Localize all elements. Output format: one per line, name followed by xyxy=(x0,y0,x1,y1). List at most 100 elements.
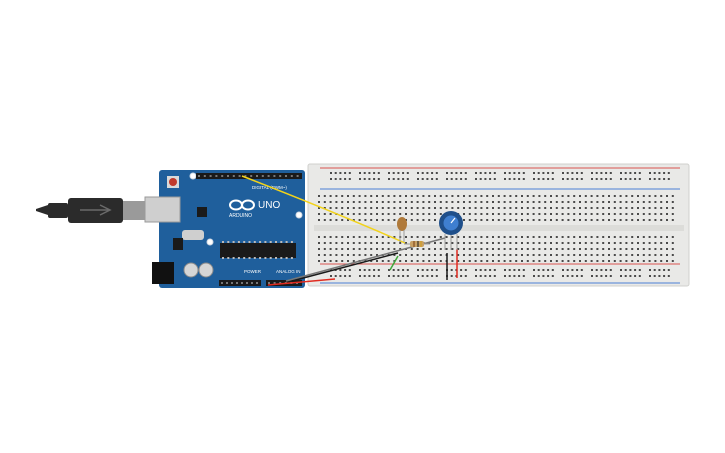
breadboard-hole[interactable] xyxy=(474,236,477,238)
breadboard-hole[interactable] xyxy=(550,207,552,209)
breadboard-hole[interactable] xyxy=(561,254,564,256)
breadboard-hole[interactable] xyxy=(579,236,581,238)
breadboard-hole[interactable] xyxy=(341,195,344,197)
breadboard-hole[interactable] xyxy=(600,275,603,277)
breadboard-hole[interactable] xyxy=(580,172,583,174)
breadboard-hole[interactable] xyxy=(421,269,424,271)
breadboard-hole[interactable] xyxy=(637,254,639,256)
breadboard-hole[interactable] xyxy=(660,260,663,262)
breadboard-hole[interactable] xyxy=(532,207,535,209)
breadboard-hole[interactable] xyxy=(613,201,616,203)
breadboard-hole[interactable] xyxy=(613,207,616,209)
breadboard-hole[interactable] xyxy=(402,275,405,277)
breadboard-hole[interactable] xyxy=(538,219,541,221)
header-pin[interactable] xyxy=(236,282,238,284)
breadboard-hole[interactable] xyxy=(596,260,599,262)
breadboard-hole[interactable] xyxy=(463,254,465,256)
breadboard-hole[interactable] xyxy=(329,242,332,244)
breadboard-hole[interactable] xyxy=(492,213,494,215)
breadboard-hole[interactable] xyxy=(649,269,651,271)
breadboard-hole[interactable] xyxy=(660,242,663,244)
breadboard-hole[interactable] xyxy=(504,275,506,277)
breadboard-hole[interactable] xyxy=(667,178,670,180)
breadboard-hole[interactable] xyxy=(579,207,581,209)
breadboard-hole[interactable] xyxy=(468,219,471,221)
breadboard-hole[interactable] xyxy=(426,269,429,271)
breadboard-hole[interactable] xyxy=(667,275,670,277)
breadboard-hole[interactable] xyxy=(435,269,438,271)
breadboard-hole[interactable] xyxy=(368,269,371,271)
breadboard-hole[interactable] xyxy=(387,219,390,221)
breadboard-hole[interactable] xyxy=(363,275,366,277)
breadboard-hole[interactable] xyxy=(421,172,424,174)
breadboard-hole[interactable] xyxy=(393,242,396,244)
breadboard-hole[interactable] xyxy=(561,236,564,238)
breadboard-hole[interactable] xyxy=(561,248,564,250)
breadboard-hole[interactable] xyxy=(399,248,402,250)
breadboard-hole[interactable] xyxy=(497,219,500,221)
breadboard-hole[interactable] xyxy=(388,269,390,271)
breadboard-hole[interactable] xyxy=(435,172,438,174)
breadboard-hole[interactable] xyxy=(347,242,349,244)
breadboard-hole[interactable] xyxy=(663,178,666,180)
breadboard-hole[interactable] xyxy=(590,242,593,244)
breadboard-hole[interactable] xyxy=(631,248,634,250)
breadboard-hole[interactable] xyxy=(518,178,521,180)
breadboard-hole[interactable] xyxy=(387,195,390,197)
breadboard-hole[interactable] xyxy=(660,248,663,250)
breadboard-hole[interactable] xyxy=(352,254,355,256)
breadboard-hole[interactable] xyxy=(533,172,535,174)
breadboard-hole[interactable] xyxy=(393,254,396,256)
breadboard-hole[interactable] xyxy=(399,242,402,244)
breadboard-hole[interactable] xyxy=(521,201,523,203)
breadboard-hole[interactable] xyxy=(358,201,361,203)
arduino-board[interactable] xyxy=(159,170,305,288)
breadboard-hole[interactable] xyxy=(580,269,583,271)
breadboard-hole[interactable] xyxy=(619,260,622,262)
breadboard-hole[interactable] xyxy=(492,254,494,256)
breadboard-hole[interactable] xyxy=(658,178,661,180)
breadboard-hole[interactable] xyxy=(550,236,552,238)
breadboard-hole[interactable] xyxy=(347,248,349,250)
breadboard-hole[interactable] xyxy=(538,254,541,256)
breadboard-hole[interactable] xyxy=(480,260,483,262)
breadboard-hole[interactable] xyxy=(503,254,506,256)
breadboard-hole[interactable] xyxy=(642,207,645,209)
breadboard-hole[interactable] xyxy=(634,178,637,180)
header-pin[interactable] xyxy=(209,175,212,177)
breadboard-hole[interactable] xyxy=(566,275,569,277)
breadboard-hole[interactable] xyxy=(359,275,361,277)
breadboard-hole[interactable] xyxy=(497,248,500,250)
breadboard-hole[interactable] xyxy=(667,172,670,174)
breadboard-hole[interactable] xyxy=(533,178,535,180)
breadboard-hole[interactable] xyxy=(555,219,558,221)
breadboard-hole[interactable] xyxy=(402,178,405,180)
breadboard-hole[interactable] xyxy=(573,219,576,221)
breadboard-hole[interactable] xyxy=(515,201,518,203)
breadboard-hole[interactable] xyxy=(323,260,326,262)
breadboard-hole[interactable] xyxy=(595,275,598,277)
breadboard-hole[interactable] xyxy=(642,242,645,244)
breadboard-hole[interactable] xyxy=(561,207,564,209)
breadboard-hole[interactable] xyxy=(550,248,552,250)
breadboard-hole[interactable] xyxy=(422,260,425,262)
breadboard-hole[interactable] xyxy=(579,219,581,221)
breadboard-hole[interactable] xyxy=(377,269,380,271)
breadboard-hole[interactable] xyxy=(335,201,338,203)
header-pin[interactable] xyxy=(267,175,270,177)
breadboard-hole[interactable] xyxy=(318,207,320,209)
breadboard-hole[interactable] xyxy=(376,213,378,215)
breadboard-hole[interactable] xyxy=(591,178,593,180)
breadboard-hole[interactable] xyxy=(410,219,413,221)
breadboard-hole[interactable] xyxy=(654,260,657,262)
breadboard-hole[interactable] xyxy=(625,254,628,256)
breadboard-hole[interactable] xyxy=(363,172,366,174)
breadboard-hole[interactable] xyxy=(663,275,666,277)
breadboard-hole[interactable] xyxy=(638,178,641,180)
header-pin[interactable] xyxy=(256,282,258,284)
breadboard-hole[interactable] xyxy=(596,236,599,238)
breadboard-hole[interactable] xyxy=(642,254,645,256)
breadboard-hole[interactable] xyxy=(416,219,419,221)
breadboard-hole[interactable] xyxy=(521,195,523,197)
breadboard-hole[interactable] xyxy=(431,269,434,271)
